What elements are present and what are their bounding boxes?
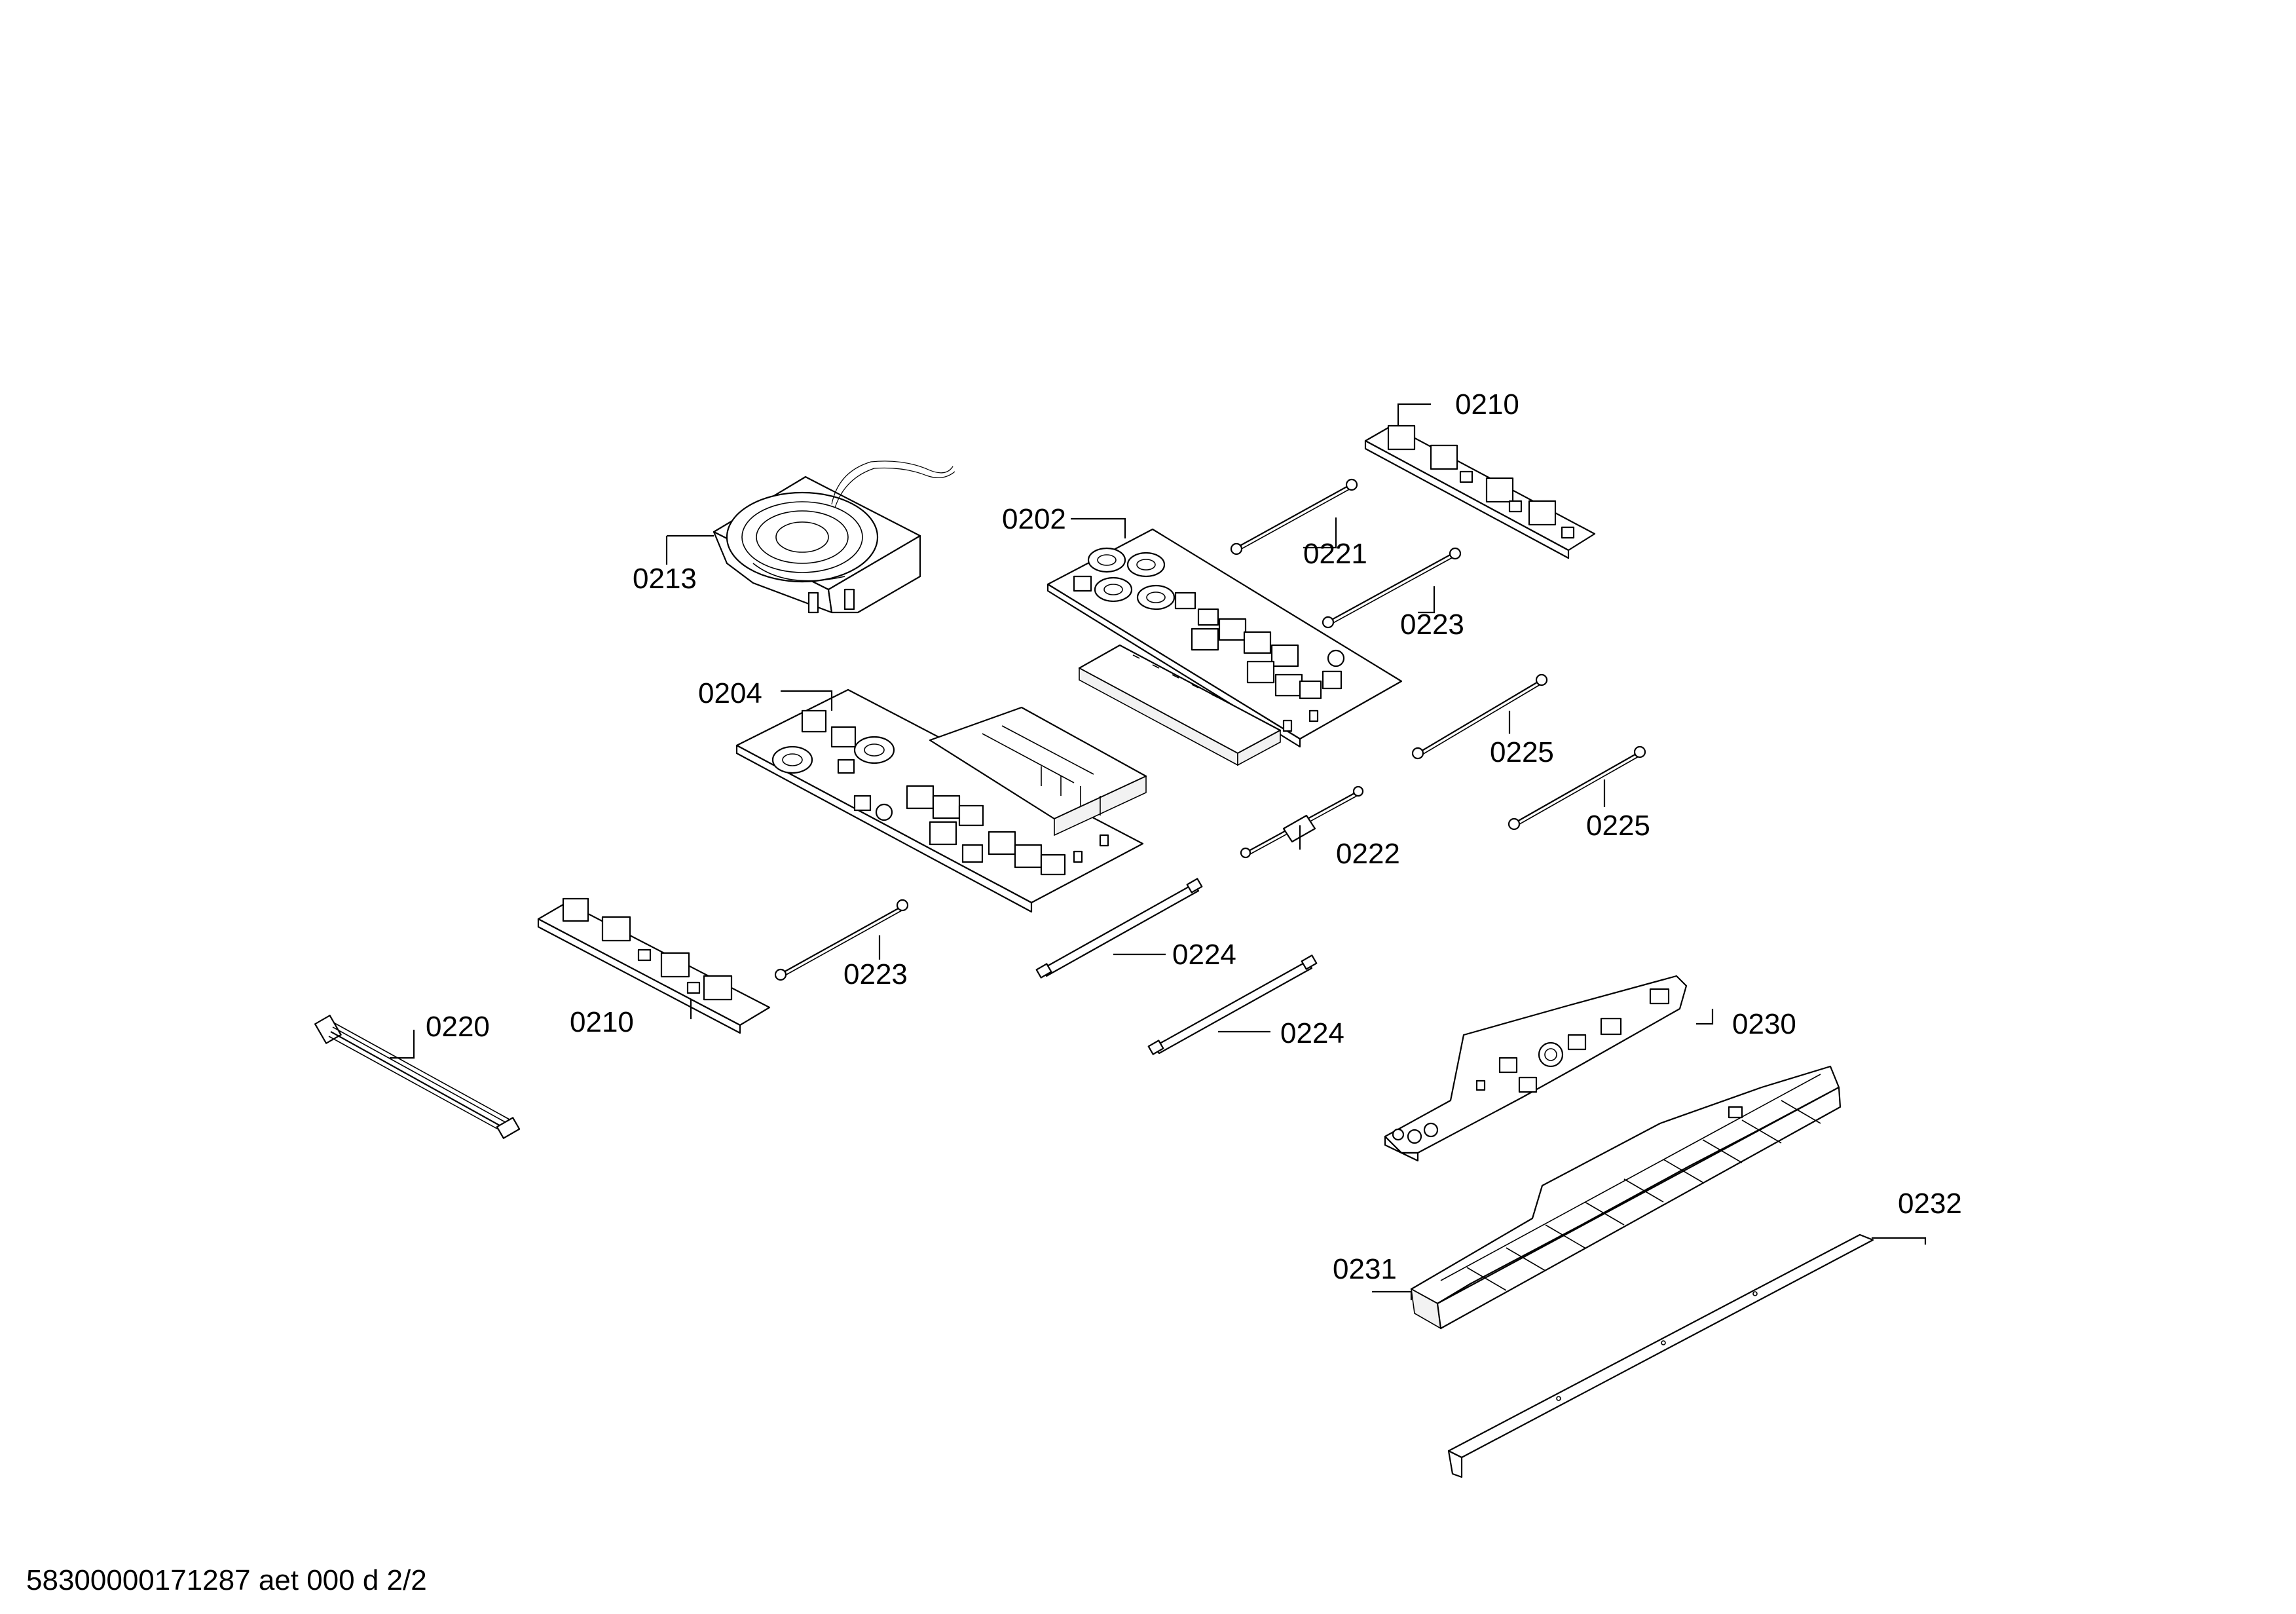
- part-0225-cable-lower[interactable]: [1508, 745, 1646, 831]
- label-0210-lower: 0210: [570, 1006, 634, 1038]
- label-0221: 0221: [1303, 538, 1367, 570]
- heat-sink: [929, 706, 1147, 836]
- part-labels: 0202 0204 0210 0210 0213 0220 0221 0222 …: [426, 388, 1962, 1285]
- part-0224-ribbon-upper[interactable]: [1035, 878, 1203, 979]
- part-0210-filter-board-lower[interactable]: [537, 897, 771, 1034]
- part-0223-cable-lower[interactable]: [774, 899, 909, 981]
- capacitor-blocks: [1073, 575, 1345, 732]
- label-0220: 0220: [426, 1011, 490, 1043]
- part-0213-fan[interactable]: [713, 460, 955, 614]
- label-0232: 0232: [1898, 1188, 1962, 1220]
- capacitor-blocks: [801, 709, 1109, 876]
- part-0220-wire-harness[interactable]: [314, 1015, 521, 1139]
- part-0232-rail[interactable]: [1447, 1233, 1874, 1478]
- label-0204: 0204: [698, 677, 762, 709]
- label-0213: 0213: [633, 563, 697, 595]
- toroid-coils: [1087, 547, 1176, 610]
- label-0223-lower: 0223: [843, 958, 908, 990]
- part-0225-cable-upper[interactable]: [1411, 673, 1548, 760]
- label-0230: 0230: [1732, 1008, 1796, 1040]
- label-0231: 0231: [1333, 1253, 1397, 1285]
- label-0224-upper: 0224: [1172, 939, 1236, 971]
- heat-sink: [1078, 644, 1282, 766]
- label-0210-upper: 0210: [1455, 388, 1519, 421]
- leader-lines: [390, 403, 1927, 1300]
- label-0222: 0222: [1336, 838, 1400, 870]
- label-0225-upper: 0225: [1490, 736, 1554, 768]
- part-0202-power-board[interactable]: [1046, 528, 1403, 766]
- label-0202: 0202: [1002, 503, 1066, 535]
- part-0231-housing[interactable]: [1410, 1065, 1842, 1330]
- toroid-coils: [771, 736, 895, 774]
- part-0224-ribbon-lower[interactable]: [1147, 954, 1318, 1055]
- label-0224-lower: 0224: [1280, 1017, 1344, 1049]
- label-0223-upper: 0223: [1400, 609, 1464, 641]
- part-0204-power-board[interactable]: [735, 688, 1147, 913]
- part-0230-control-board[interactable]: [1384, 975, 1688, 1162]
- part-0221-cable[interactable]: [1230, 478, 1358, 555]
- label-0225-lower: 0225: [1586, 810, 1650, 842]
- part-0210-filter-board-upper[interactable]: [1364, 424, 1596, 559]
- part-0223-cable-upper[interactable]: [1322, 547, 1462, 629]
- drawing-reference-number: 58300000171287 aet 000 d 2/2: [26, 1564, 427, 1596]
